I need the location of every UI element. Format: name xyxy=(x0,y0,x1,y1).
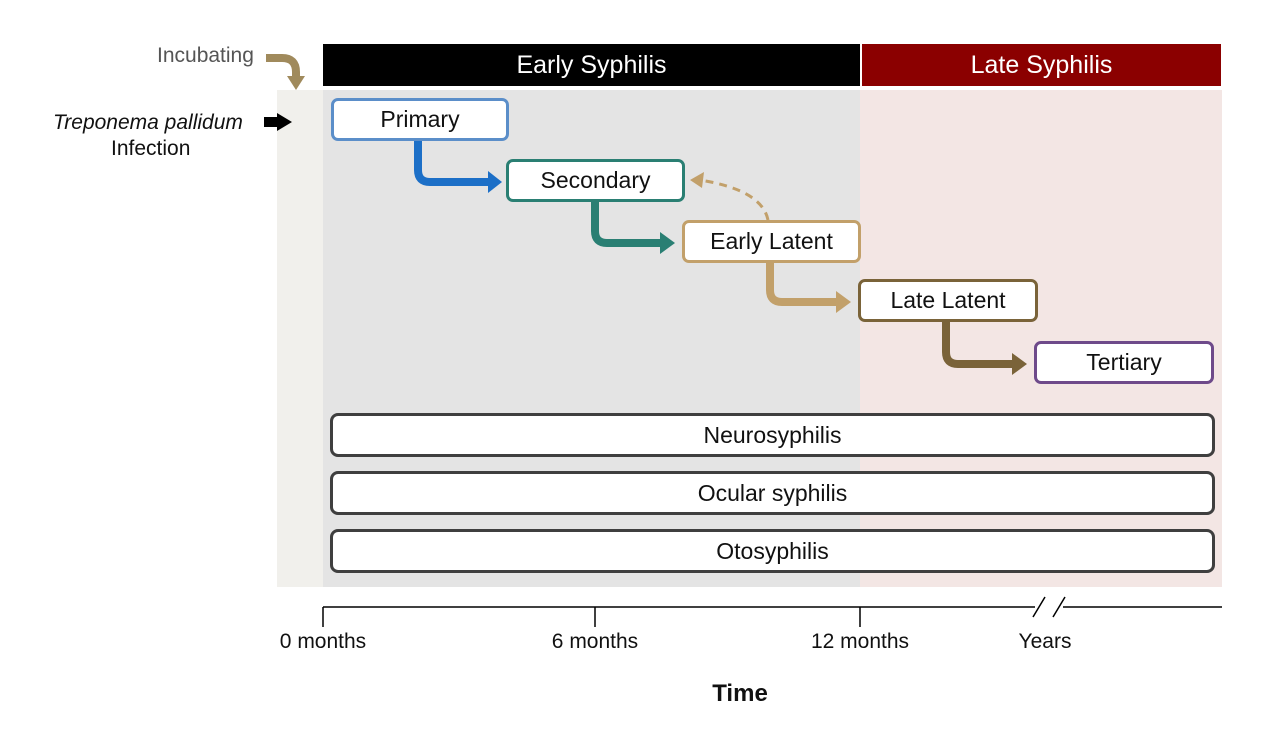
late-latent-to-tertiary-arrow xyxy=(942,322,1014,368)
stage-primary: Primary xyxy=(331,98,509,141)
stage-tertiary-label: Tertiary xyxy=(1086,349,1162,375)
infection-arrow-shaft xyxy=(264,117,278,127)
relapse-dashed-arrow xyxy=(699,178,770,221)
incubating-arrowhead-icon xyxy=(287,76,305,90)
axis-break-mark-2 xyxy=(1052,596,1066,618)
stage-secondary-label: Secondary xyxy=(540,167,651,193)
incubating-arrow-icon xyxy=(266,54,300,78)
bar-neurosyphilis: Neurosyphilis xyxy=(330,413,1215,457)
early-syphilis-header: Early Syphilis xyxy=(323,44,860,86)
primary-to-secondary-arrow xyxy=(414,140,490,186)
tick-label-12-months: 12 months xyxy=(810,630,910,653)
bar-otosyphilis-label: Otosyphilis xyxy=(716,537,829,564)
early-latent-to-late-latent-arrowhead-icon xyxy=(836,291,851,313)
secondary-to-early-latent-arrow xyxy=(591,201,662,247)
early-latent-to-late-latent-arrow xyxy=(766,262,838,306)
tick-label-0-months: 0 months xyxy=(279,630,367,653)
stage-secondary: Secondary xyxy=(506,159,685,202)
incubation-zone xyxy=(277,90,323,587)
primary-to-secondary-arrowhead-icon xyxy=(488,171,502,193)
incubating-label: Incubating xyxy=(157,44,254,67)
bar-ocular-syphilis: Ocular syphilis xyxy=(330,471,1215,515)
axis-break-mark-1 xyxy=(1032,596,1046,618)
stage-early-latent: Early Latent xyxy=(682,220,861,263)
bar-neurosyphilis-label: Neurosyphilis xyxy=(703,421,842,448)
late-latent-to-tertiary-arrowhead-icon xyxy=(1012,353,1027,375)
tick-label-years: Years xyxy=(1018,630,1072,653)
tick-label-6-months: 6 months xyxy=(551,630,639,653)
early-syphilis-label: Early Syphilis xyxy=(516,50,667,79)
axis-title: Time xyxy=(712,680,768,707)
bar-otosyphilis: Otosyphilis xyxy=(330,529,1215,573)
secondary-to-early-latent-arrowhead-icon xyxy=(660,232,675,254)
relapse-arrowhead-icon xyxy=(690,172,704,188)
stage-early-latent-label: Early Latent xyxy=(710,228,833,254)
stage-late-latent-label: Late Latent xyxy=(890,287,1006,313)
late-syphilis-header: Late Syphilis xyxy=(862,44,1221,86)
stage-late-latent: Late Latent xyxy=(858,279,1038,322)
infection-arrow-icon xyxy=(277,113,292,131)
stage-tertiary: Tertiary xyxy=(1034,341,1214,384)
infection-label: Infection xyxy=(111,137,191,160)
stage-primary-label: Primary xyxy=(380,106,460,132)
bar-ocular-syphilis-label: Ocular syphilis xyxy=(697,479,848,506)
infection-label-species: Treponema pallidum xyxy=(53,111,243,134)
late-syphilis-label: Late Syphilis xyxy=(970,50,1113,79)
